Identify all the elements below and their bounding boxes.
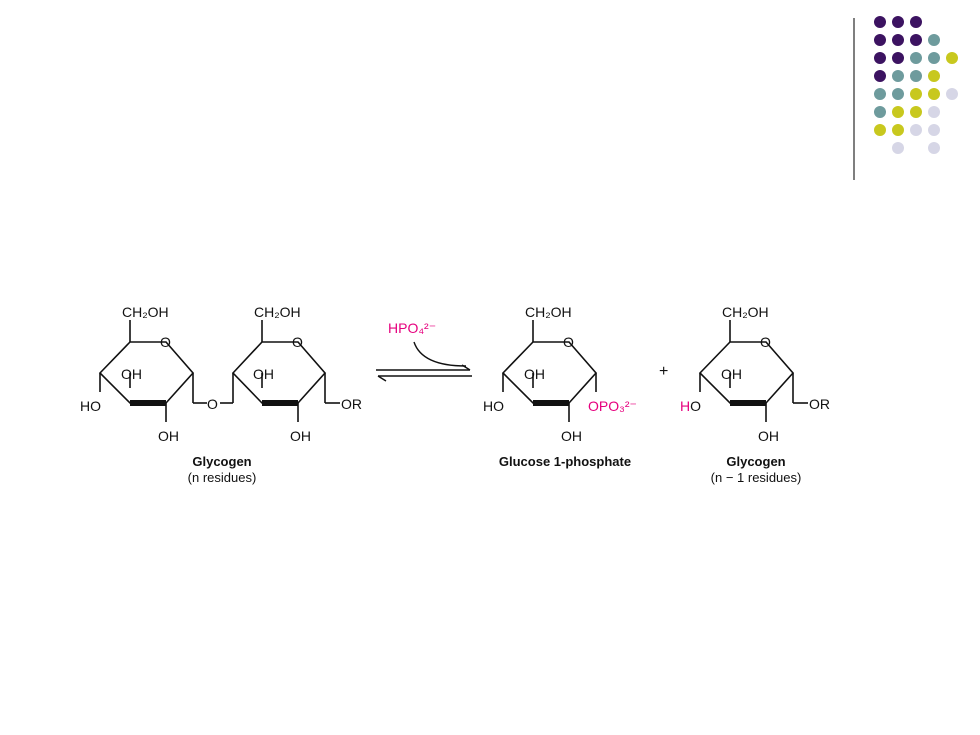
g1p-oh-mid: OH xyxy=(524,366,545,382)
ring2-ch2oh: CH₂OH xyxy=(254,304,301,320)
decorative-dot xyxy=(910,106,922,118)
ring1-outline xyxy=(98,341,195,404)
ring2-oh-bottom: OH xyxy=(290,428,311,444)
forward-arrow-head xyxy=(461,364,471,371)
decorative-dot xyxy=(874,70,886,82)
g1p-oh-bottom: OH xyxy=(561,428,582,444)
g2-oh-bottom: OH xyxy=(758,428,779,444)
decorative-dot xyxy=(928,106,940,118)
g2-caption-detail: (n − 1 residues) xyxy=(711,470,802,485)
g1p-ch2oh: CH₂OH xyxy=(525,304,572,320)
decorative-dot xyxy=(910,52,922,64)
decorative-dot xyxy=(910,34,922,46)
decorative-dot xyxy=(946,88,958,100)
decorative-dot xyxy=(946,52,958,64)
g2-oh-mid: OH xyxy=(721,366,742,382)
product-glycogen-shortened: CH₂OH O OH HO OH OR Glycogen (n − 1 resi… xyxy=(680,304,830,485)
ring2-or: OR xyxy=(341,396,362,412)
g2-caption-name: Glycogen xyxy=(726,454,785,469)
g2-ho-left: HO xyxy=(680,398,701,414)
decorative-dot xyxy=(928,34,940,46)
g2-or: OR xyxy=(809,396,830,412)
decorative-dot xyxy=(892,106,904,118)
reactant-glycogen: CH₂OH O OH HO OH O CH₂OH O OH OH OR Glyc… xyxy=(80,304,362,485)
reactant-caption-name: Glycogen xyxy=(192,454,251,469)
ring1-ch2oh: CH₂OH xyxy=(122,304,169,320)
ring1-oh-mid: OH xyxy=(121,366,142,382)
decorative-dot xyxy=(892,88,904,100)
product-glucose-1-phosphate: CH₂OH O OH HO OH OPO₃²⁻ Glucose 1-phosph… xyxy=(483,304,637,469)
decorative-dot xyxy=(910,16,922,28)
decorative-dot xyxy=(892,34,904,46)
ring1-ho-left: HO xyxy=(80,398,101,414)
decorative-dot xyxy=(892,16,904,28)
g1p-ring-oxygen: O xyxy=(563,334,574,350)
decorative-dot xyxy=(874,124,886,136)
decorative-dot xyxy=(928,52,940,64)
g2-ho-h: H xyxy=(680,398,690,414)
decorative-dot xyxy=(910,88,922,100)
decorative-dot xyxy=(874,88,886,100)
decorative-dot xyxy=(928,88,940,100)
decorative-dot xyxy=(874,52,886,64)
decorative-dot xyxy=(874,34,886,46)
decorative-dot xyxy=(892,70,904,82)
ring1-oh-bottom: OH xyxy=(158,428,179,444)
decorative-dot xyxy=(928,124,940,136)
equilibrium-arrows: HPO₄²⁻ xyxy=(376,320,472,382)
g2-ring-outline xyxy=(698,341,795,404)
decorative-dot xyxy=(874,106,886,118)
decorative-dot xyxy=(892,142,904,154)
g2-ring-oxygen: O xyxy=(760,334,771,350)
ring1-oxygen: O xyxy=(160,334,171,350)
g1p-caption-name: Glucose 1-phosphate xyxy=(499,454,631,469)
ring2-oh-mid: OH xyxy=(253,366,274,382)
reagent-curved-arrow xyxy=(413,341,467,367)
decorative-dot-grid xyxy=(874,16,958,154)
decorative-dot xyxy=(928,142,940,154)
reactant-caption-detail: (n residues) xyxy=(188,470,257,485)
decorative-dot xyxy=(910,70,922,82)
decorative-dot xyxy=(892,52,904,64)
decorative-dot xyxy=(892,124,904,136)
g1p-ho-left: HO xyxy=(483,398,504,414)
glycosidic-oxygen: O xyxy=(207,396,218,412)
decorative-dot xyxy=(874,16,886,28)
plus-sign: + xyxy=(659,363,668,380)
ring2-outline xyxy=(231,341,327,404)
phosphate-reagent: HPO₄²⁻ xyxy=(388,320,436,336)
ring2-oxygen: O xyxy=(292,334,303,350)
decorative-dot xyxy=(910,124,922,136)
g1p-ring-outline xyxy=(501,341,598,404)
reverse-arrow-head xyxy=(377,375,387,382)
g1p-phosphate: OPO₃²⁻ xyxy=(588,398,637,414)
g2-ch2oh: CH₂OH xyxy=(722,304,769,320)
decorative-dot xyxy=(928,70,940,82)
